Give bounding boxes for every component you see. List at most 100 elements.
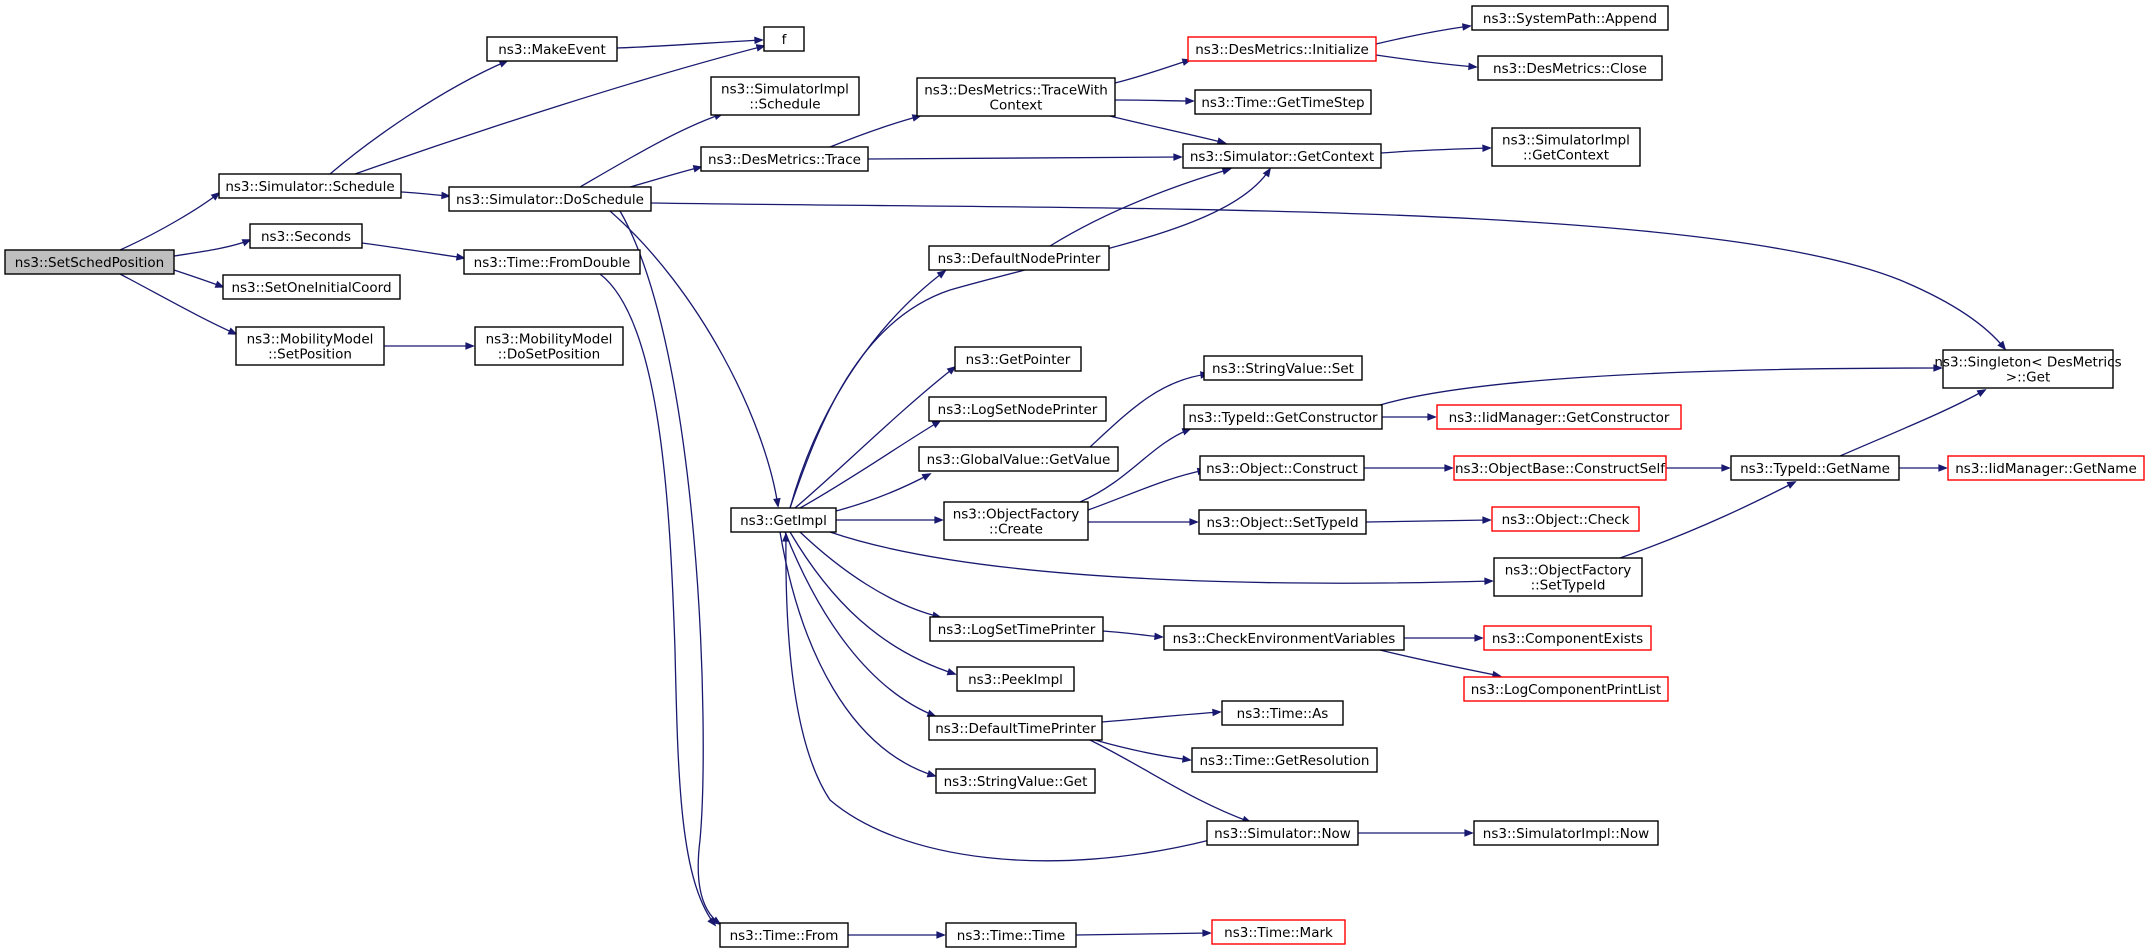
node-doschedule[interactable]: ns3::Simulator::DoSchedule	[448, 186, 652, 212]
node-schedule[interactable]: ns3::Simulator::Schedule	[218, 173, 402, 199]
node-f[interactable]: f	[763, 26, 805, 52]
edge-objfactcreate-to-typeidgetctor	[1079, 429, 1190, 503]
edge-getimpl-to-deftimeprinter	[784, 531, 935, 716]
node-desminit[interactable]: ns3::DesMetrics::Initialize	[1187, 36, 1377, 62]
edge-root-to-mobsetpos	[119, 273, 236, 334]
node-root[interactable]: ns3::SetSchedPosition	[4, 249, 175, 275]
node-objfactsettid[interactable]: ns3::ObjectFactory::SetTypeId	[1493, 557, 1643, 597]
edge-getimpl-to-peekimpl	[789, 531, 955, 674]
edge-root-to-seconds	[173, 240, 250, 257]
node-getpointer[interactable]: ns3::GetPointer	[954, 346, 1082, 372]
node-label-timegetres: ns3::Time::GetResolution	[1199, 753, 1369, 769]
node-simimplnow[interactable]: ns3::SimulatorImpl::Now	[1473, 820, 1659, 846]
node-getimpl[interactable]: ns3::GetImpl	[730, 507, 837, 533]
node-syspathappend[interactable]: ns3::SystemPath::Append	[1471, 5, 1669, 31]
node-makeevent[interactable]: ns3::MakeEvent	[486, 36, 618, 62]
edge-tracewithctx-to-simgetctx	[1109, 115, 1225, 143]
node-timemark[interactable]: ns3::Time::Mark	[1211, 919, 1346, 945]
node-timefrom[interactable]: ns3::Time::From	[719, 922, 849, 948]
node-label-desmclose: ns3::DesMetrics::Close	[1493, 61, 1647, 77]
node-fromdouble[interactable]: ns3::Time::FromDouble	[463, 249, 641, 275]
node-box-getpointer	[954, 346, 1082, 372]
node-label-simnow: ns3::Simulator::Now	[1214, 826, 1351, 842]
node-iidmgetctor[interactable]: ns3::IidManager::GetConstructor	[1436, 404, 1682, 430]
node-desmtrace[interactable]: ns3::DesMetrics::Trace	[700, 146, 869, 172]
edge-typeidgetctor-to-singletonget	[1379, 368, 1941, 406]
node-desmclose[interactable]: ns3::DesMetrics::Close	[1477, 55, 1663, 81]
node-label-tracewithctx-line0: ns3::DesMetrics::TraceWith	[924, 83, 1108, 99]
node-box-timeas	[1221, 700, 1344, 726]
node-label-mobdosetpos-line1: ::DoSetPosition	[498, 347, 600, 363]
node-box-compexists	[1483, 625, 1652, 651]
edge-makeevent-to-f	[616, 40, 762, 49]
node-objcheck[interactable]: ns3::Object::Check	[1491, 506, 1640, 532]
node-logcompprint[interactable]: ns3::LogComponentPrintList	[1463, 676, 1669, 702]
node-label-objfactcreate-line0: ns3::ObjectFactory	[953, 507, 1080, 523]
node-iidmgetname[interactable]: ns3::IidManager::GetName	[1947, 455, 2145, 481]
edge-desminit-to-syspathappend	[1375, 26, 1470, 45]
node-simimplsched[interactable]: ns3::SimulatorImpl::Schedule	[710, 76, 860, 116]
node-timegetres[interactable]: ns3::Time::GetResolution	[1191, 747, 1378, 773]
node-typeidgetctor[interactable]: ns3::TypeId::GetConstructor	[1183, 404, 1383, 430]
edge-seconds-to-fromdouble	[361, 242, 464, 258]
node-label-checkenv: ns3::CheckEnvironmentVariables	[1173, 631, 1396, 647]
node-box-objconstruct	[1199, 455, 1365, 481]
edge-desminit-to-desmclose	[1375, 54, 1476, 67]
node-seconds[interactable]: ns3::Seconds	[249, 223, 363, 249]
node-simnow[interactable]: ns3::Simulator::Now	[1206, 820, 1359, 846]
node-mobdosetpos[interactable]: ns3::MobilityModel::DoSetPosition	[474, 326, 624, 366]
node-label-desmtrace: ns3::DesMetrics::Trace	[708, 152, 861, 168]
node-globalgetvalue[interactable]: ns3::GlobalValue::GetValue	[918, 446, 1119, 472]
node-logsettime[interactable]: ns3::LogSetTimePrinter	[929, 616, 1104, 642]
node-timeas[interactable]: ns3::Time::As	[1221, 700, 1344, 726]
node-simimplgetctx[interactable]: ns3::SimulatorImpl::GetContext	[1491, 127, 1641, 167]
edge-defnodeprinter-to-simgetctx	[1049, 169, 1230, 247]
node-singletonget[interactable]: ns3::Singleton< DesMetrics>::Get	[1934, 349, 2122, 389]
edge-tracewithctx-to-desminit	[1114, 60, 1190, 84]
node-box-objcheck	[1491, 506, 1640, 532]
node-deftimeprinter[interactable]: ns3::DefaultTimePrinter	[928, 715, 1103, 741]
node-objbasector[interactable]: ns3::ObjectBase::ConstructSelf	[1453, 455, 1667, 481]
node-timetime[interactable]: ns3::Time::Time	[945, 922, 1077, 948]
edge-getimpl-to-logsettime	[799, 531, 940, 617]
node-label-objfactsettid-line0: ns3::ObjectFactory	[1505, 563, 1632, 579]
node-box-setoneinit	[222, 274, 401, 300]
node-typeidgetname[interactable]: ns3::TypeId::GetName	[1730, 455, 1900, 481]
node-simgetctx[interactable]: ns3::Simulator::GetContext	[1182, 143, 1382, 169]
node-label-f: f	[782, 32, 788, 48]
node-label-iidmgetctor: ns3::IidManager::GetConstructor	[1449, 410, 1670, 426]
node-label-stringset: ns3::StringValue::Set	[1212, 361, 1354, 377]
node-box-stringget	[935, 768, 1096, 794]
node-label-simimplsched-line1: ::Schedule	[749, 97, 820, 113]
node-timegetstep[interactable]: ns3::Time::GetTimeStep	[1194, 89, 1372, 115]
node-label-logsettime: ns3::LogSetTimePrinter	[938, 622, 1096, 638]
node-compexists[interactable]: ns3::ComponentExists	[1483, 625, 1652, 651]
edge-doschedule-to-getimpl	[609, 210, 778, 506]
node-defnodeprinter[interactable]: ns3::DefaultNodePrinter	[928, 245, 1110, 271]
edge-getimpl-to-defnodeprinter	[789, 271, 945, 509]
node-stringset[interactable]: ns3::StringValue::Set	[1203, 355, 1363, 381]
node-peekimpl[interactable]: ns3::PeekImpl	[956, 666, 1075, 692]
node-box-timetime	[945, 922, 1077, 948]
node-label-logsetnode: ns3::LogSetNodePrinter	[938, 402, 1098, 418]
node-logsetnode[interactable]: ns3::LogSetNodePrinter	[928, 396, 1107, 422]
node-label-root: ns3::SetSchedPosition	[15, 255, 164, 271]
edge-simgetctx-to-simimplgetctx	[1380, 148, 1490, 154]
node-box-simimplsched	[710, 76, 860, 116]
node-box-typeidgetname	[1730, 455, 1900, 481]
node-box-logsettime	[929, 616, 1104, 642]
node-box-simnow	[1206, 820, 1359, 846]
node-objsettypeid[interactable]: ns3::Object::SetTypeId	[1198, 509, 1367, 535]
node-checkenv[interactable]: ns3::CheckEnvironmentVariables	[1163, 625, 1405, 651]
node-stringget[interactable]: ns3::StringValue::Get	[935, 768, 1096, 794]
node-objfactcreate[interactable]: ns3::ObjectFactory::Create	[943, 501, 1089, 541]
node-setoneinit[interactable]: ns3::SetOneInitialCoord	[222, 274, 401, 300]
edge-checkenv-to-logcompprint	[1379, 649, 1500, 676]
node-mobsetpos[interactable]: ns3::MobilityModel::SetPosition	[235, 326, 385, 366]
node-label-objconstruct: ns3::Object::Construct	[1206, 461, 1358, 477]
node-objconstruct[interactable]: ns3::Object::Construct	[1199, 455, 1365, 481]
node-label-compexists: ns3::ComponentExists	[1492, 631, 1643, 647]
edge-logsettime-to-checkenv	[1102, 630, 1162, 637]
